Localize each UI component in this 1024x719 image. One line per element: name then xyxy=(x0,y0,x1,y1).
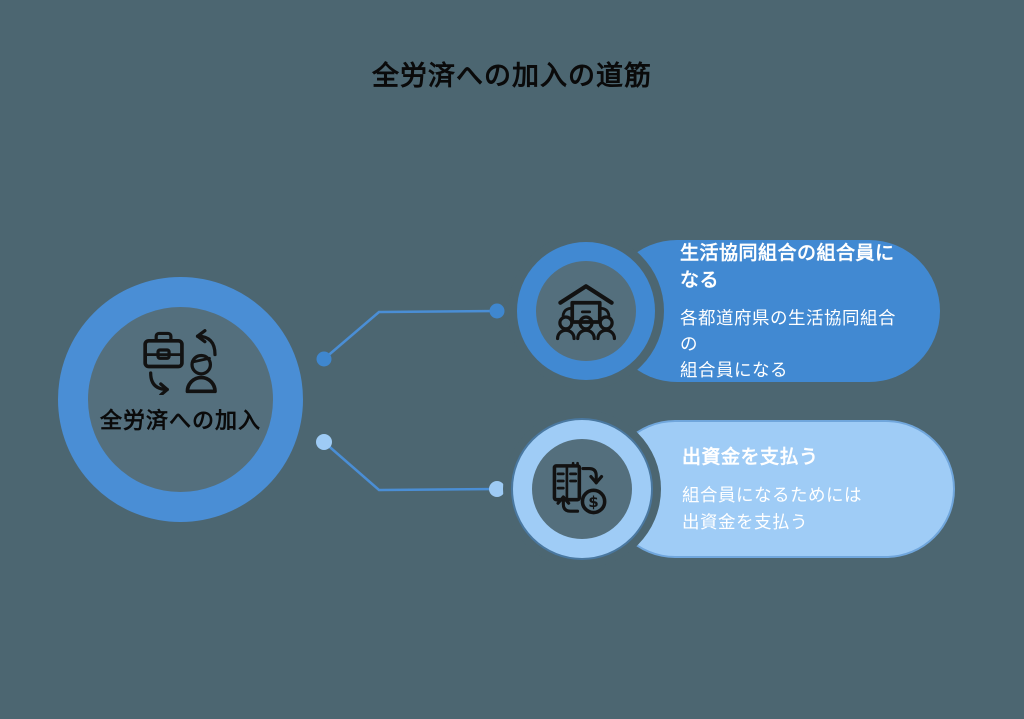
branch-heading: 出資金を支払う xyxy=(682,446,819,469)
center-node: 全労済への加入 xyxy=(58,277,303,522)
connector-dot xyxy=(316,434,332,450)
money-payment-icon: $ xyxy=(552,461,607,515)
branch-heading: 生活協同組合の組合員になる xyxy=(680,241,895,291)
connector-dot xyxy=(316,351,332,367)
connector-top-line xyxy=(323,309,498,360)
dollar-sign: $ xyxy=(588,493,599,511)
branch-pay-investment-badge: $ xyxy=(513,420,651,558)
center-node-label: 全労済への加入 xyxy=(99,409,261,434)
briefcase-person-exchange-icon xyxy=(142,329,217,395)
branch-body: 組合員になるためには 出資金を支払う xyxy=(682,486,862,533)
coop-members-house-icon xyxy=(555,284,617,341)
connector-dot xyxy=(489,481,505,497)
branch-coop-membership-pill: 生活協同組合の組合員になる 各都道府県の生活協同組合の 組合員になる xyxy=(606,240,940,382)
page-title: 全労済への加入の道筋 xyxy=(372,61,652,92)
branch-body: 各都道府県の生活協同組合の 組合員になる xyxy=(680,308,896,382)
connector-dot xyxy=(489,303,505,319)
branch-coop-membership-badge xyxy=(517,242,655,380)
connector-bottom-line xyxy=(323,441,498,492)
branch-pay-investment-pill: 出資金を支払う 組合員になるためには 出資金を支払う xyxy=(606,420,955,558)
